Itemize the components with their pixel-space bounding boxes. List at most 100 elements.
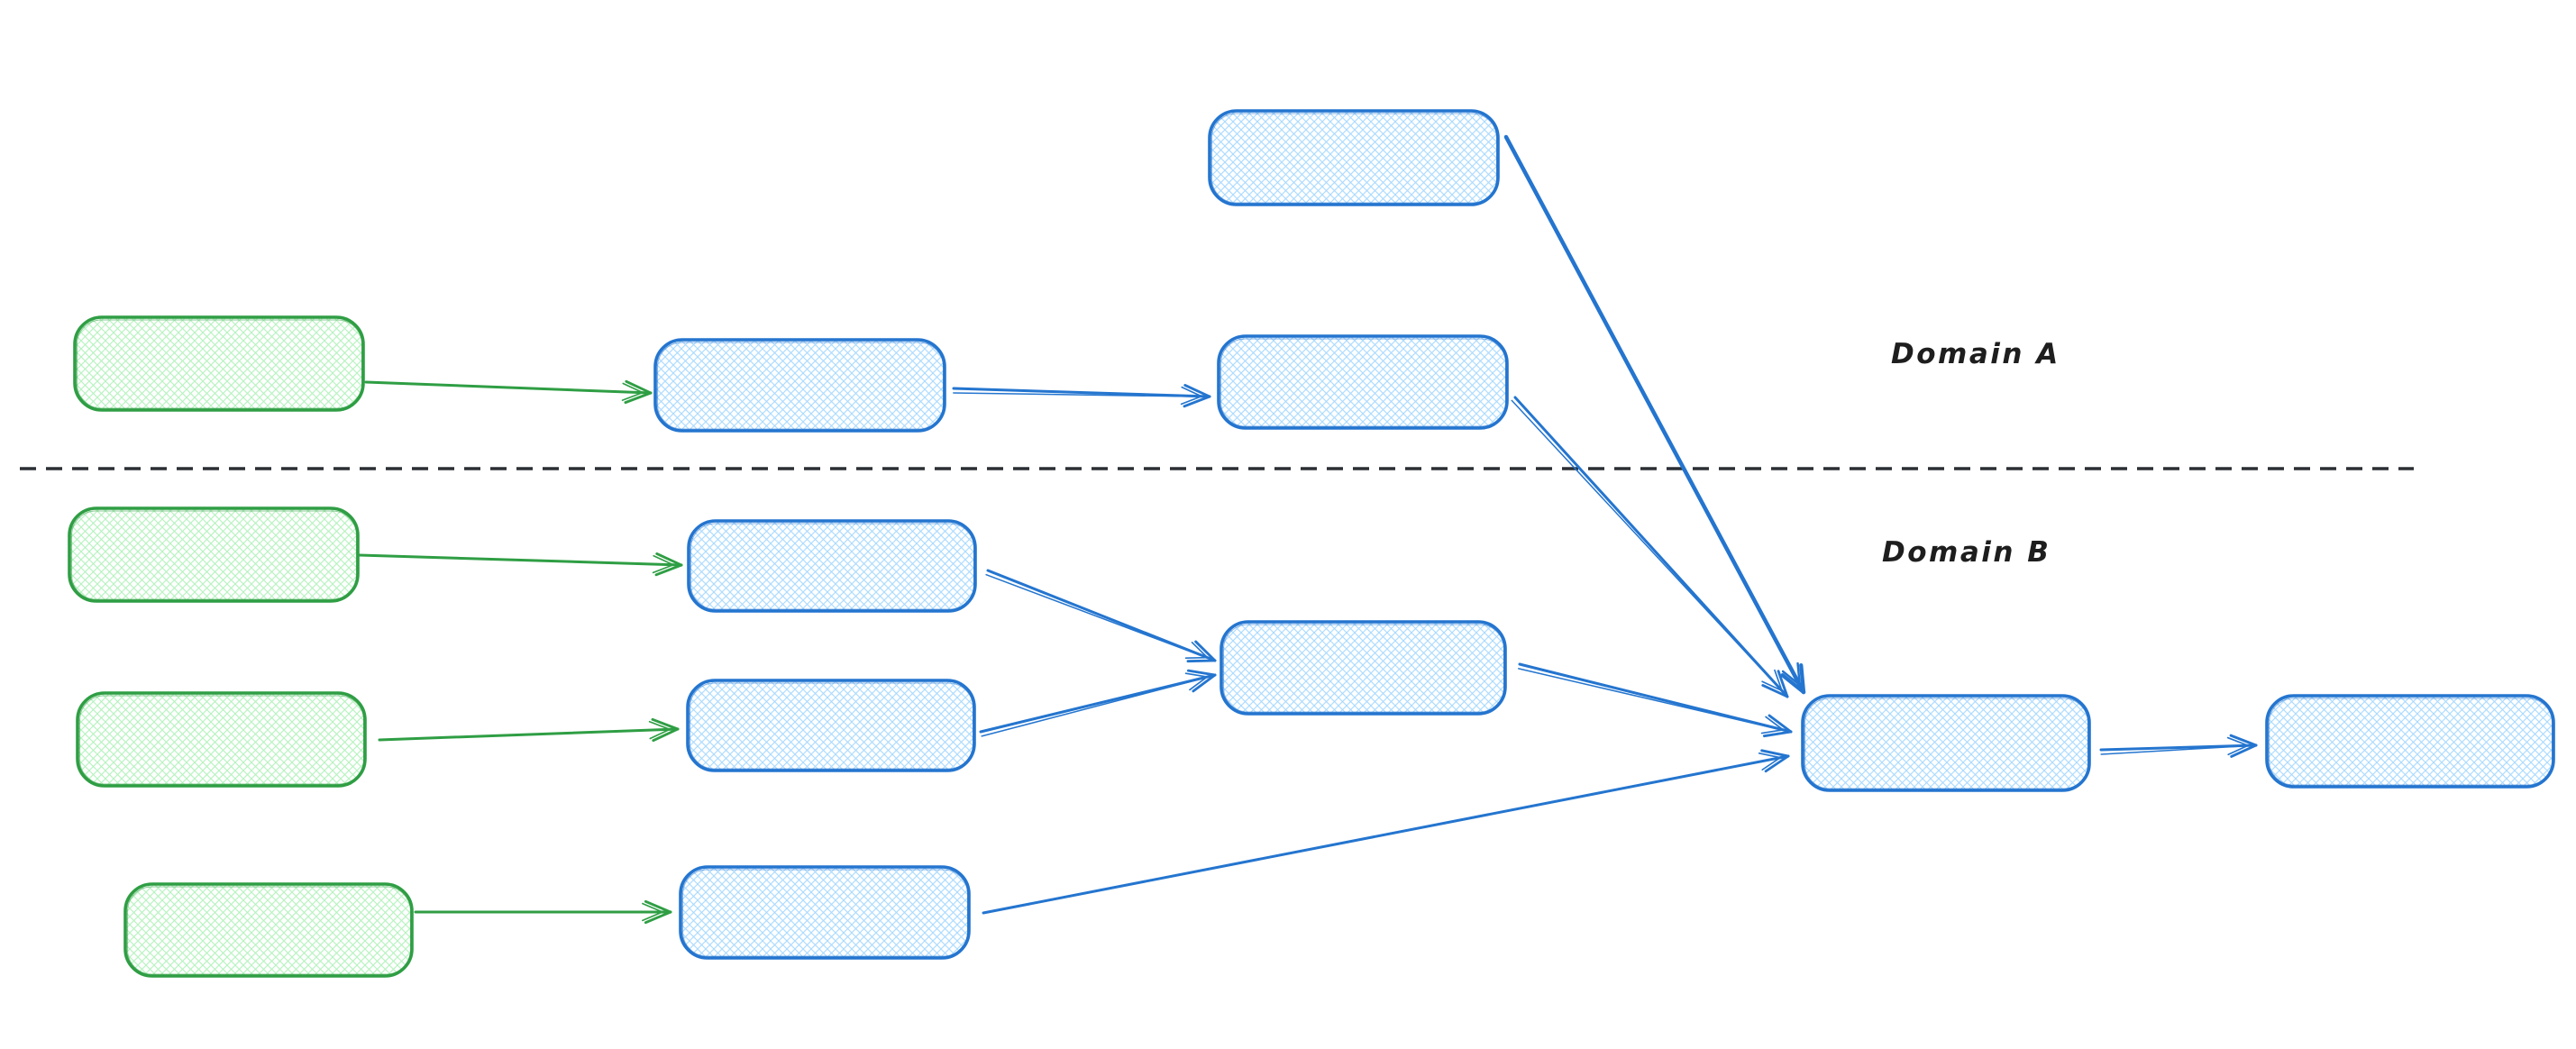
domain-a-label[interactable]: Domain A	[1891, 338, 2060, 370]
arrowhead-line	[653, 554, 674, 566]
node-rect	[1219, 620, 1507, 716]
node-rect-sketch	[70, 510, 358, 600]
arrowhead-line	[652, 727, 680, 743]
edge-b-blue-3-to-hub[interactable]	[982, 749, 1790, 915]
node-rect	[68, 506, 360, 603]
node-rect-sketch	[689, 682, 974, 770]
node-rect	[679, 865, 971, 960]
node-b-merge-blue[interactable]	[1219, 620, 1507, 716]
edge-shaft-sketch	[981, 678, 1204, 737]
arrowhead-line	[1781, 670, 1801, 687]
node-b-green-1[interactable]	[68, 506, 360, 603]
edge-a-blue-1-to-a-blue-2[interactable]	[952, 384, 1211, 408]
node-rect-sketch	[78, 695, 365, 785]
domain-b-label[interactable]: Domain B	[1882, 536, 2051, 569]
arrowhead-line	[1183, 395, 1211, 408]
edge-shaft	[378, 727, 680, 742]
arrowhead-line	[1189, 676, 1209, 691]
arrowhead-line	[1799, 662, 1806, 695]
node-a-green[interactable]	[73, 315, 365, 412]
arrowhead-line	[652, 563, 674, 574]
edge-shaft-sketch	[953, 392, 1198, 397]
node-rect-sketch	[1210, 113, 1498, 204]
arrowhead-line	[1780, 673, 1806, 695]
node-rect	[1217, 334, 1509, 430]
arrowhead-line	[644, 899, 672, 914]
arrowhead-line	[625, 379, 653, 395]
edge-merge-to-hub[interactable]	[1518, 662, 1793, 738]
edge-shaft	[2099, 743, 2258, 752]
node-b-green-2[interactable]	[76, 691, 367, 788]
arrowhead-line	[1761, 683, 1789, 698]
edge-shaft	[982, 754, 1790, 915]
edge-b-green-2-to-b-blue-2[interactable]	[378, 717, 680, 743]
edge-b-blue-1-to-merge[interactable]	[985, 569, 1217, 663]
edge-b-green-3-to-b-blue-3[interactable]	[414, 899, 672, 925]
arrowhead-line	[1192, 673, 1217, 693]
edge-a-blue-2-to-hub[interactable]	[1511, 396, 1789, 698]
edge-shaft-sketch	[985, 573, 1204, 658]
node-rect	[123, 882, 414, 978]
edge-a-green-to-a-blue-1[interactable]	[364, 379, 653, 405]
node-top-blue[interactable]	[1208, 109, 1500, 206]
node-rect-sketch	[2268, 698, 2553, 786]
arrowhead-line	[654, 563, 683, 577]
arrowhead-line	[1184, 656, 1209, 660]
arrowhead-line	[1765, 716, 1785, 731]
node-b-blue-1[interactable]	[687, 519, 977, 613]
arrowhead-line	[2226, 736, 2249, 747]
arrowhead-line	[1184, 672, 1209, 678]
edge-shaft	[1518, 662, 1793, 734]
arrowhead-line	[1777, 670, 1789, 698]
node-output-blue[interactable]	[2265, 694, 2555, 789]
arrowhead-line	[1183, 384, 1211, 398]
arrowhead-line	[621, 391, 644, 401]
edge-shaft	[364, 380, 653, 395]
arrowhead-line	[648, 720, 671, 731]
arrowhead-line	[649, 728, 671, 740]
edge-shaft	[358, 553, 683, 567]
node-rect	[73, 315, 365, 412]
node-hub-blue[interactable]	[1801, 694, 2091, 792]
node-rect	[653, 338, 946, 433]
arrowhead-line	[1180, 395, 1202, 406]
arrowhead-line	[1758, 752, 1781, 759]
edge-shaft	[1503, 134, 1806, 695]
edge-shaft	[1513, 396, 1789, 698]
arrowhead-line	[655, 552, 683, 567]
arrowhead-line	[1760, 728, 1785, 734]
edge-shaft-sketch	[2100, 745, 2244, 755]
arrowhead-line	[2230, 743, 2258, 758]
arrowhead-line	[642, 902, 663, 913]
arrowhead-line	[624, 391, 653, 405]
node-rect-sketch	[656, 342, 945, 430]
arrowhead-line	[1760, 749, 1790, 758]
arrowhead-line	[1194, 640, 1217, 662]
node-b-blue-3[interactable]	[679, 865, 971, 960]
node-rect-sketch	[690, 523, 975, 610]
node-a-blue-2[interactable]	[1217, 334, 1509, 430]
node-rect	[686, 679, 976, 772]
node-b-blue-2[interactable]	[686, 679, 976, 772]
edge-hub-to-output[interactable]	[2099, 734, 2258, 758]
node-rect-sketch	[681, 869, 969, 957]
arrowhead-line	[1761, 756, 1781, 771]
edge-shaft	[986, 569, 1217, 662]
edge-b-blue-2-to-merge[interactable]	[979, 669, 1217, 737]
arrowhead-line	[2227, 744, 2249, 756]
edge-top-blue-to-hub[interactable]	[1503, 134, 1806, 695]
arrowhead-line	[1764, 754, 1790, 773]
node-rect	[687, 519, 977, 613]
node-a-blue-1[interactable]	[653, 338, 946, 433]
node-rect	[76, 691, 367, 788]
node-rect	[1801, 694, 2091, 792]
arrowhead-line	[651, 717, 680, 731]
edge-shaft	[979, 673, 1217, 734]
edge-b-green-1-to-b-blue-1[interactable]	[358, 552, 683, 577]
arrowhead-line	[644, 910, 672, 925]
node-rect	[2265, 694, 2555, 789]
arrowhead-line	[1761, 680, 1783, 692]
node-b-green-3[interactable]	[123, 882, 414, 978]
